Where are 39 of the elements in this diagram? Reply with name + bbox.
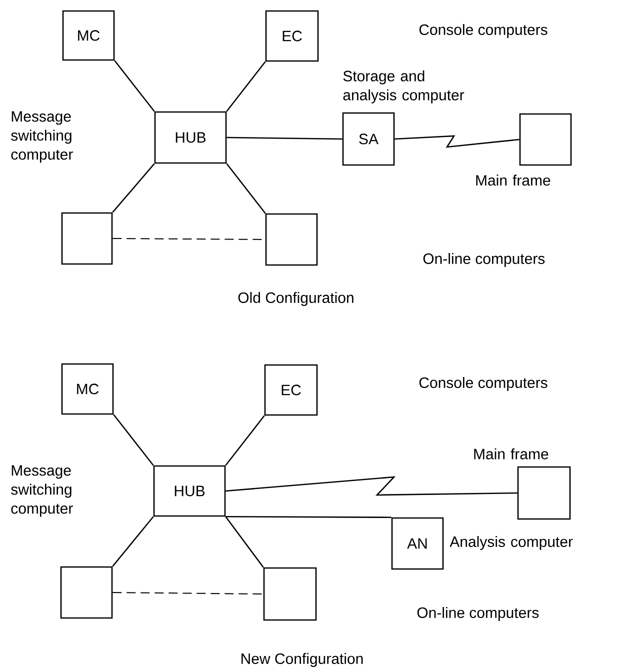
connector-line bbox=[112, 592, 264, 594]
section-label: On-line computers bbox=[423, 253, 545, 267]
computer-box: MC bbox=[62, 10, 115, 61]
node-caption: Storage and analysis computer bbox=[343, 70, 464, 104]
computer-box bbox=[519, 113, 572, 166]
connector-line bbox=[226, 61, 266, 112]
connector-line bbox=[114, 60, 155, 112]
section-label: Message switching computer bbox=[11, 111, 73, 163]
connector-line bbox=[112, 516, 154, 567]
computer-box: EC bbox=[264, 364, 318, 416]
section-label: Message switching computer bbox=[11, 465, 73, 517]
connector-line bbox=[226, 516, 392, 518]
connector-line bbox=[113, 414, 154, 466]
computer-box bbox=[265, 213, 318, 266]
node-caption: Main frame bbox=[476, 174, 550, 186]
computer-box: EC bbox=[265, 10, 319, 62]
connector-line bbox=[225, 415, 265, 466]
connector-line bbox=[226, 136, 342, 140]
connector-line bbox=[226, 163, 266, 214]
computer-box bbox=[517, 466, 571, 520]
computer-box bbox=[263, 567, 317, 621]
section-label: Console computers bbox=[419, 24, 548, 38]
section-label: On-line computers bbox=[417, 607, 539, 621]
node-caption: Main frame bbox=[474, 448, 548, 460]
connector-line bbox=[394, 135, 520, 148]
section-label: Console computers bbox=[419, 377, 548, 391]
connector-line bbox=[225, 516, 264, 568]
computer-box bbox=[60, 566, 113, 619]
section-label: New Configuration bbox=[242, 653, 363, 667]
computer-box: SA bbox=[342, 112, 395, 166]
connector-line bbox=[112, 163, 155, 213]
computer-box: HUB bbox=[154, 111, 227, 164]
connector-line bbox=[226, 476, 518, 496]
node-caption: Analysis computer bbox=[450, 536, 573, 550]
computer-box: AN bbox=[391, 517, 444, 570]
computer-box bbox=[61, 212, 113, 265]
section-label: Old Configuration bbox=[238, 292, 354, 306]
computer-box: HUB bbox=[153, 465, 226, 517]
computer-box: MC bbox=[61, 363, 114, 415]
